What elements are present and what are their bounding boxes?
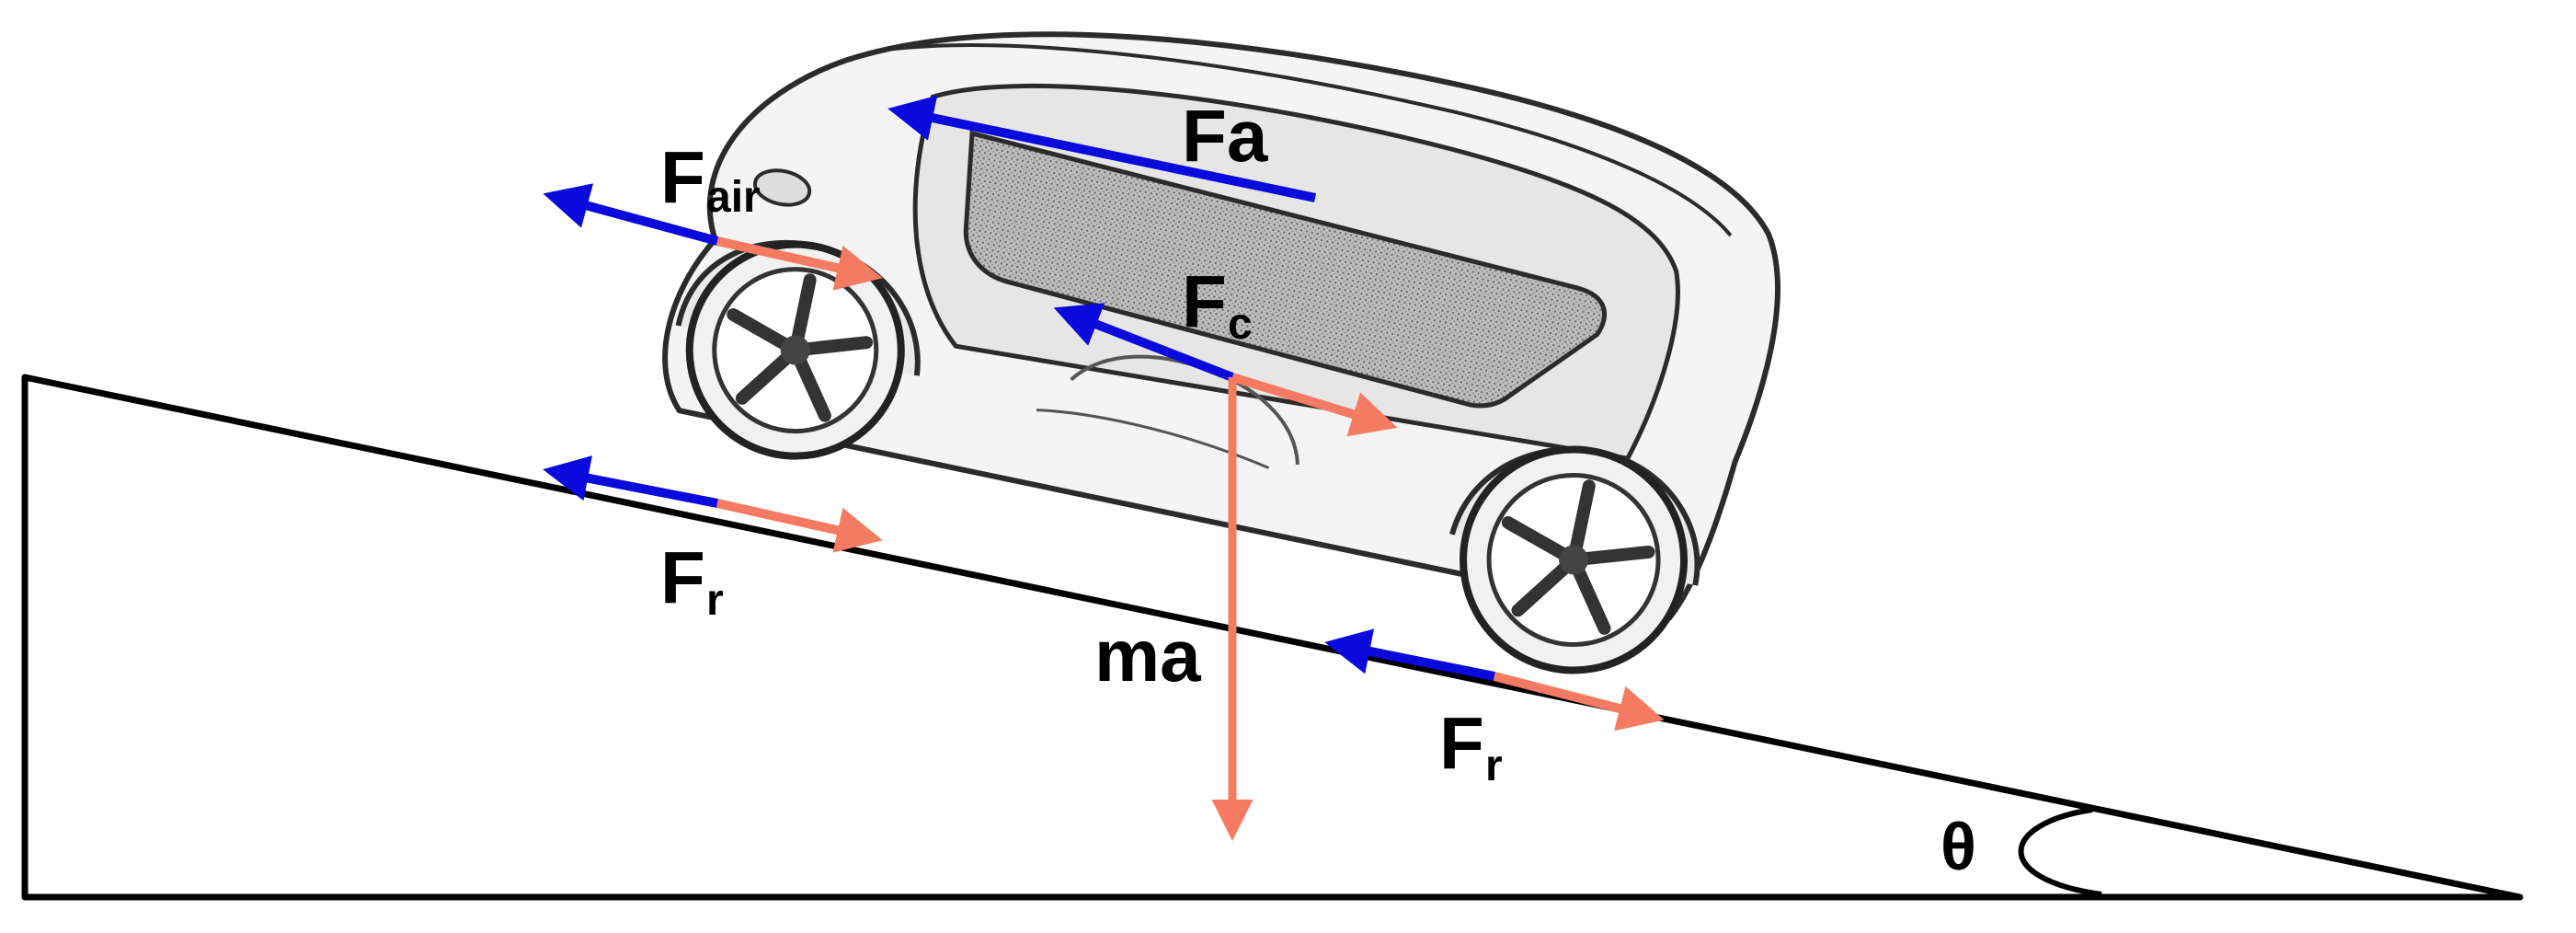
car-door-panel <box>963 130 1608 409</box>
label-ma: ma <box>1094 615 1201 697</box>
label-fair-main: F <box>660 136 705 218</box>
label-fa: Fa <box>1182 95 1268 177</box>
fr-right-salmon-arrow <box>1493 672 1665 731</box>
label-theta: θ <box>1941 811 1976 884</box>
label-fr-left-main: F <box>660 536 705 618</box>
angle-arc <box>2018 807 2102 897</box>
fc-blue-arrow <box>1053 303 1234 382</box>
fr-right-blue-arrow <box>1324 628 1495 681</box>
rear-wheel <box>1460 445 1689 674</box>
fa-arrow <box>887 95 1317 202</box>
car-illustration <box>662 31 1780 674</box>
label-fair-sub: air <box>706 173 761 222</box>
force-fair <box>543 183 883 291</box>
label-fr-right-main: F <box>1439 702 1484 784</box>
force-fr-left <box>543 455 883 553</box>
label-fc: F c <box>1182 260 1253 349</box>
force-fa <box>887 95 1317 202</box>
fr-left-blue-arrow <box>543 455 718 508</box>
fc-salmon-arrow <box>1231 373 1398 437</box>
label-fc-sub: c <box>1228 300 1253 349</box>
force-fc <box>1053 303 1398 437</box>
label-fr-left: F r <box>660 536 724 625</box>
fair-blue-arrow <box>543 183 719 246</box>
force-fr-right <box>1324 628 1665 731</box>
label-fr-right-sub: r <box>1485 742 1503 790</box>
fr-left-salmon-arrow <box>716 499 883 553</box>
incline-outline <box>21 374 2524 901</box>
label-fc-main: F <box>1182 260 1227 342</box>
label-fair: F air <box>660 136 761 222</box>
incline-wedge <box>21 374 2524 901</box>
label-fr-right: F r <box>1439 702 1503 790</box>
label-fr-left-sub: r <box>706 576 724 625</box>
fair-salmon-arrow <box>716 236 883 291</box>
front-wheel <box>685 240 905 460</box>
